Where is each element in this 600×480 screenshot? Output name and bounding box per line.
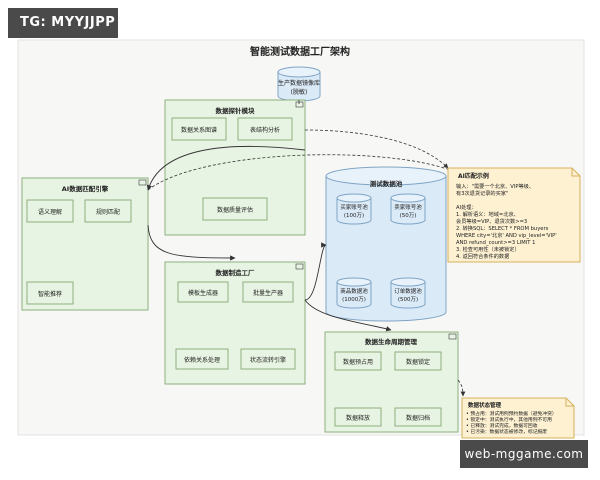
module-ai-match-title: AI数据匹配引擎 <box>62 184 109 193</box>
module-lifecycle: 数据生命周期管理 数据预占用 数据锁定 数据释放 数据归档 <box>324 331 459 433</box>
note-ai-line: 2. 转换SQL：SELECT * FROM buyers <box>456 224 549 232</box>
pool-db-3-l2: (1000万) <box>342 296 366 303</box>
module-factory: 数据制造工厂 模板生成器 批量生产器 依赖关系处理 状态流转引擎 <box>164 261 306 385</box>
pool-db-1-l1: 买家账号池 <box>340 203 368 211</box>
note-ai-line: 4. 返回符合条件的数据 <box>456 252 509 260</box>
note-state-line: • 锁定中：测试执行中，其他用例不可用 <box>466 416 552 423</box>
module-lifecycle-title: 数据生命周期管理 <box>365 337 418 346</box>
module-corner-icon <box>295 101 304 108</box>
source-db-label-2: (脱敏) <box>291 88 308 96</box>
arrow-dashed-to-ai-note <box>304 129 449 169</box>
module-discovery: 数据探针模块 数据关系图谱 表结构分析 数据质量评估 <box>164 99 306 236</box>
discovery-item-3: 数据质量评估 <box>217 206 253 214</box>
test-data-pool-title: 测试数据池 <box>370 179 403 188</box>
ai-match-item-2: 规则匹配 <box>96 208 120 216</box>
note-state-line: • 已释放：测试完成，数据可回收 <box>466 422 538 429</box>
note-state-line: • 预占用：测试用例预约数据（避免冲突） <box>466 410 557 417</box>
module-ai-match: AI数据匹配引擎 语义理解 规则匹配 智能推荐 <box>21 177 149 311</box>
diagram-title: 智能测试数据工厂架构 <box>250 45 350 58</box>
pool-db-2-l2: (50万) <box>400 212 417 219</box>
arrow-pool-to-lifecycle <box>304 299 392 332</box>
note-ai-line: 输入："需要一个北京、VIP等级、 <box>456 182 534 190</box>
pool-db-4-l1: 订单数据池 <box>394 287 422 295</box>
note-ai-line: WHERE city='北京' AND vip_level='VIP' <box>456 231 557 239</box>
note-ai-line: AI处理： <box>456 203 477 211</box>
arrow-dashed-ai-note-2 <box>147 154 451 191</box>
pool-db-2-l1: 卖家账号池 <box>394 203 422 211</box>
watermark-top: TG: MYYJJPP <box>8 8 118 38</box>
module-factory-title: 数据制造工厂 <box>216 268 256 277</box>
source-db-label-1: 生产数据镜像库 <box>278 79 320 87</box>
pool-db-2: 卖家账号池 (50万) <box>390 193 426 225</box>
watermark-bottom: web-mggame.com <box>460 440 588 468</box>
factory-item-4: 状态流转引擎 <box>250 356 286 364</box>
pool-db-1: 买家账号池 (100万) <box>336 193 372 225</box>
ai-match-item-3: 智能推荐 <box>38 290 62 298</box>
lifecycle-item-3: 数据释放 <box>346 414 370 422</box>
pool-db-3-l1: 商品数据池 <box>340 287 368 295</box>
lifecycle-item-2: 数据锁定 <box>406 358 430 366</box>
arrow-discovery-to-ai <box>146 145 306 191</box>
test-data-pool: 测试数据池 买家账号池 (100万) 卖家账号池 (50万) 商品数据池 (10… <box>325 166 447 322</box>
pool-db-3: 商品数据池 (1000万) <box>336 277 372 309</box>
arrow-dashed-to-state-note <box>457 379 466 397</box>
factory-item-2: 批量生产器 <box>253 289 283 297</box>
discovery-item-1: 数据关系图谱 <box>181 126 217 134</box>
discovery-item-2: 表结构分析 <box>250 126 280 134</box>
factory-item-3: 依赖关系处理 <box>184 356 220 364</box>
note-ai-line: 有3次退货记录的买家" <box>456 189 508 197</box>
arrow-ai-to-factory <box>147 224 236 261</box>
note-ai-title: AI匹配示例 <box>458 172 489 180</box>
note-ai-line: 1. 解析语义：地域=北京、 <box>456 210 519 218</box>
note-ai-example: AI匹配示例 输入："需要一个北京、VIP等级、有3次退货记录的买家" AI处理：… <box>447 167 581 263</box>
lifecycle-item-4: 数据归档 <box>406 414 430 422</box>
note-ai-line: 3. 检查可用性（未被锁定） <box>456 245 520 253</box>
pool-db-4: 订单数据池 (500万) <box>390 277 426 309</box>
source-db: 生产数据镜像库 (脱敏) <box>277 66 321 102</box>
note-state-title: 数据状态管理 <box>468 401 502 409</box>
lifecycle-item-1: 数据预占用 <box>343 358 373 366</box>
module-discovery-title: 数据探针模块 <box>216 106 256 115</box>
note-ai-line: AND refund_count>=3 LIMIT 1 <box>456 240 535 246</box>
pool-db-4-l2: (500万) <box>398 296 418 303</box>
note-ai-line: 会员等级=VIP、退货次数>=3 <box>456 217 527 225</box>
pool-db-1-l2: (100万) <box>344 212 364 219</box>
ai-match-item-1: 语义理解 <box>38 208 62 216</box>
note-state-line: • 已污染：数据状态被修改，标记报废 <box>466 428 547 435</box>
note-state: 数据状态管理 • 预占用：测试用例预约数据（避免冲突）• 锁定中：测试执行中，其… <box>461 397 575 439</box>
factory-item-1: 模板生成器 <box>188 289 218 297</box>
arrow-factory-to-pool <box>304 242 327 301</box>
